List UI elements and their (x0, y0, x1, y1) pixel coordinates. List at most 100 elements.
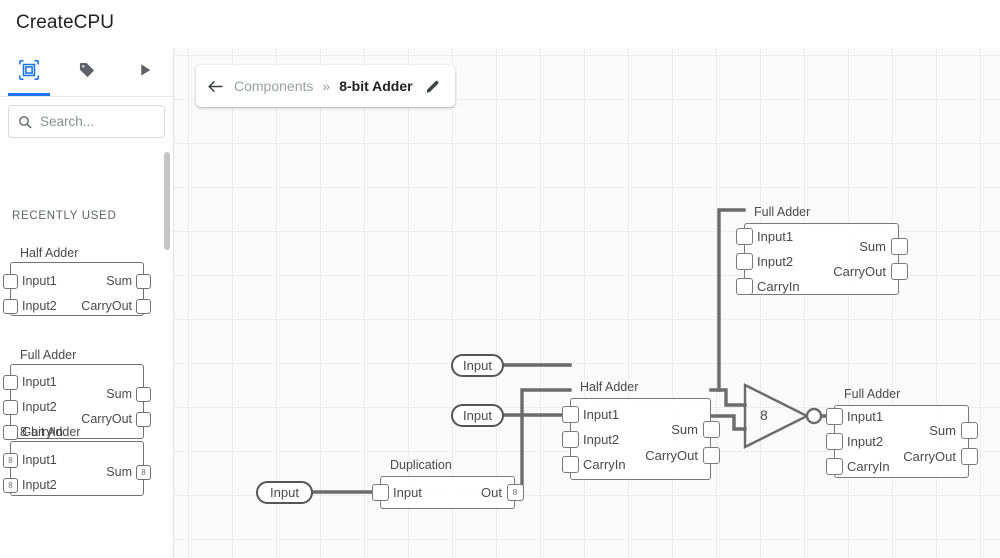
node-body (834, 405, 969, 478)
palette-port-output: 8 (136, 465, 151, 480)
wire (709, 388, 747, 407)
node-port-label: Input2 (847, 434, 884, 449)
node-half-adder[interactable]: Half Adder Input1 Input2 CarryIn Sum Car… (561, 380, 720, 480)
node-full-adder-right[interactable]: Full Adder Input1 Input2 CarryIn Sum Car… (825, 387, 978, 478)
node-title: Half Adder (580, 380, 639, 394)
node-port-label: Out (481, 485, 502, 500)
node-port-sum[interactable] (890, 238, 908, 255)
node-port-label: CarryIn (847, 459, 890, 474)
node-title: Duplication (390, 458, 452, 472)
section-label-recently-used: RECENTLY USED (12, 210, 117, 222)
input-pin[interactable]: Input (451, 404, 504, 427)
input-pin[interactable]: Input (256, 481, 313, 504)
wire-layer (295, 208, 836, 494)
palette-port-input: 8 (3, 478, 18, 493)
node-port-input1[interactable] (561, 406, 579, 423)
node-port-sum[interactable] (702, 421, 720, 438)
node-port-input2[interactable] (561, 431, 579, 448)
schematic-canvas[interactable]: Full Adder Input1 Input2 CarryIn Sum Car… (174, 48, 1000, 558)
node-port-label: Sum (929, 423, 956, 438)
palette-port-label: CarryOut (81, 412, 132, 426)
node-port-label: CarryOut (903, 449, 956, 464)
palette-port-output (136, 412, 151, 427)
palette-item-title: Half Adder (20, 246, 79, 260)
palette-item-half-adder[interactable]: Half Adder Input1 Input2 Sum CarryOut (3, 246, 151, 316)
node-port-carryin[interactable] (561, 456, 579, 473)
palette-port-output (136, 274, 151, 289)
node-port-label: CarryOut (833, 264, 886, 279)
arrow-left-icon[interactable] (206, 77, 225, 96)
node-layer: Full Adder Input1 Input2 CarryIn Sum Car… (174, 48, 1000, 558)
sidebar-scrollbar[interactable] (164, 152, 170, 250)
palette-port-input (3, 299, 18, 314)
node-port-input1[interactable] (735, 228, 753, 245)
palette-port-label: Input1 (22, 453, 57, 467)
pencil-icon[interactable] (425, 78, 441, 94)
breadcrumb-root[interactable]: Components (234, 78, 314, 94)
node-port-label: CarryIn (583, 457, 626, 472)
palette-item-full-adder[interactable]: Full Adder Input1 Input2 CarryIn Sum Car… (3, 348, 151, 440)
wire (709, 414, 747, 431)
node-port-carryout[interactable] (702, 447, 720, 464)
node-port-out[interactable]: 8 (506, 484, 524, 501)
palette-port-input (3, 400, 18, 415)
breadcrumb-separator: » (322, 78, 331, 94)
palette-port-label: Sum (106, 387, 132, 401)
search-box[interactable] (8, 105, 165, 138)
palette-item-8-bit-adder[interactable]: 8-bit Adder 8 Input1 8 Input2 8 Sum (3, 425, 151, 496)
palette-port-output (136, 299, 151, 314)
input-pin-label: Input (463, 408, 492, 423)
tab-components[interactable] (0, 49, 58, 96)
node-port-input1[interactable] (825, 408, 843, 425)
search-icon (17, 114, 33, 130)
title-bar: CreateCPU (0, 0, 1000, 48)
node-port-sum[interactable] (960, 422, 978, 439)
app-title: CreateCPU (16, 12, 115, 33)
palette-port-label: Input2 (22, 400, 57, 414)
merge-symbol (743, 383, 823, 449)
palette-port-input (3, 425, 18, 440)
node-port-carryout[interactable] (890, 263, 908, 280)
node-body (744, 223, 899, 295)
palette-port-label: Sum (106, 274, 132, 288)
tab-tags[interactable] (58, 49, 116, 96)
input-pin[interactable]: Input (451, 354, 504, 377)
node-port-label: Sum (671, 422, 698, 437)
node-port-input2[interactable] (735, 253, 753, 270)
node-port-label: Input (393, 485, 422, 500)
wire (717, 208, 746, 392)
node-body (570, 398, 711, 480)
node-port-label: Input1 (757, 229, 794, 244)
palette-port-label: Input1 (22, 375, 57, 389)
palette-port-input (3, 375, 18, 390)
play-icon (136, 61, 154, 84)
node-port-label: Input1 (847, 409, 884, 424)
palette-port-input (3, 274, 18, 289)
palette-port-label: Input1 (22, 274, 57, 288)
node-port-input[interactable] (371, 484, 389, 501)
palette-port-input: 8 (3, 453, 18, 468)
node-port-carryin[interactable] (735, 278, 753, 295)
node-port-label: Input2 (757, 254, 794, 269)
tab-run[interactable] (116, 49, 173, 96)
node-port-label: Input2 (583, 432, 620, 447)
node-port-label: Sum (859, 239, 886, 254)
components-icon (18, 59, 40, 86)
palette-port-label: Input2 (22, 299, 57, 313)
node-full-adder-top[interactable]: Full Adder Input1 Input2 CarryIn Sum Car… (735, 205, 908, 295)
search-input[interactable] (40, 114, 150, 129)
breadcrumb: Components » 8-bit Adder (196, 65, 455, 107)
node-port-carryin[interactable] (825, 458, 843, 475)
palette-item-title: 8-bit Adder (20, 425, 81, 439)
node-port-input2[interactable] (825, 433, 843, 450)
palette-port-output (136, 387, 151, 402)
sidebar-tabbar (0, 48, 173, 97)
input-pin-label: Input (463, 358, 492, 373)
palette-port-label: CarryIn (22, 425, 63, 439)
node-port-label: CarryIn (757, 279, 800, 294)
node-port-carryout[interactable] (960, 448, 978, 465)
node-title: Full Adder (844, 387, 901, 401)
tag-icon (77, 60, 97, 85)
node-duplication[interactable]: Duplication Input 8 Out (371, 458, 524, 509)
